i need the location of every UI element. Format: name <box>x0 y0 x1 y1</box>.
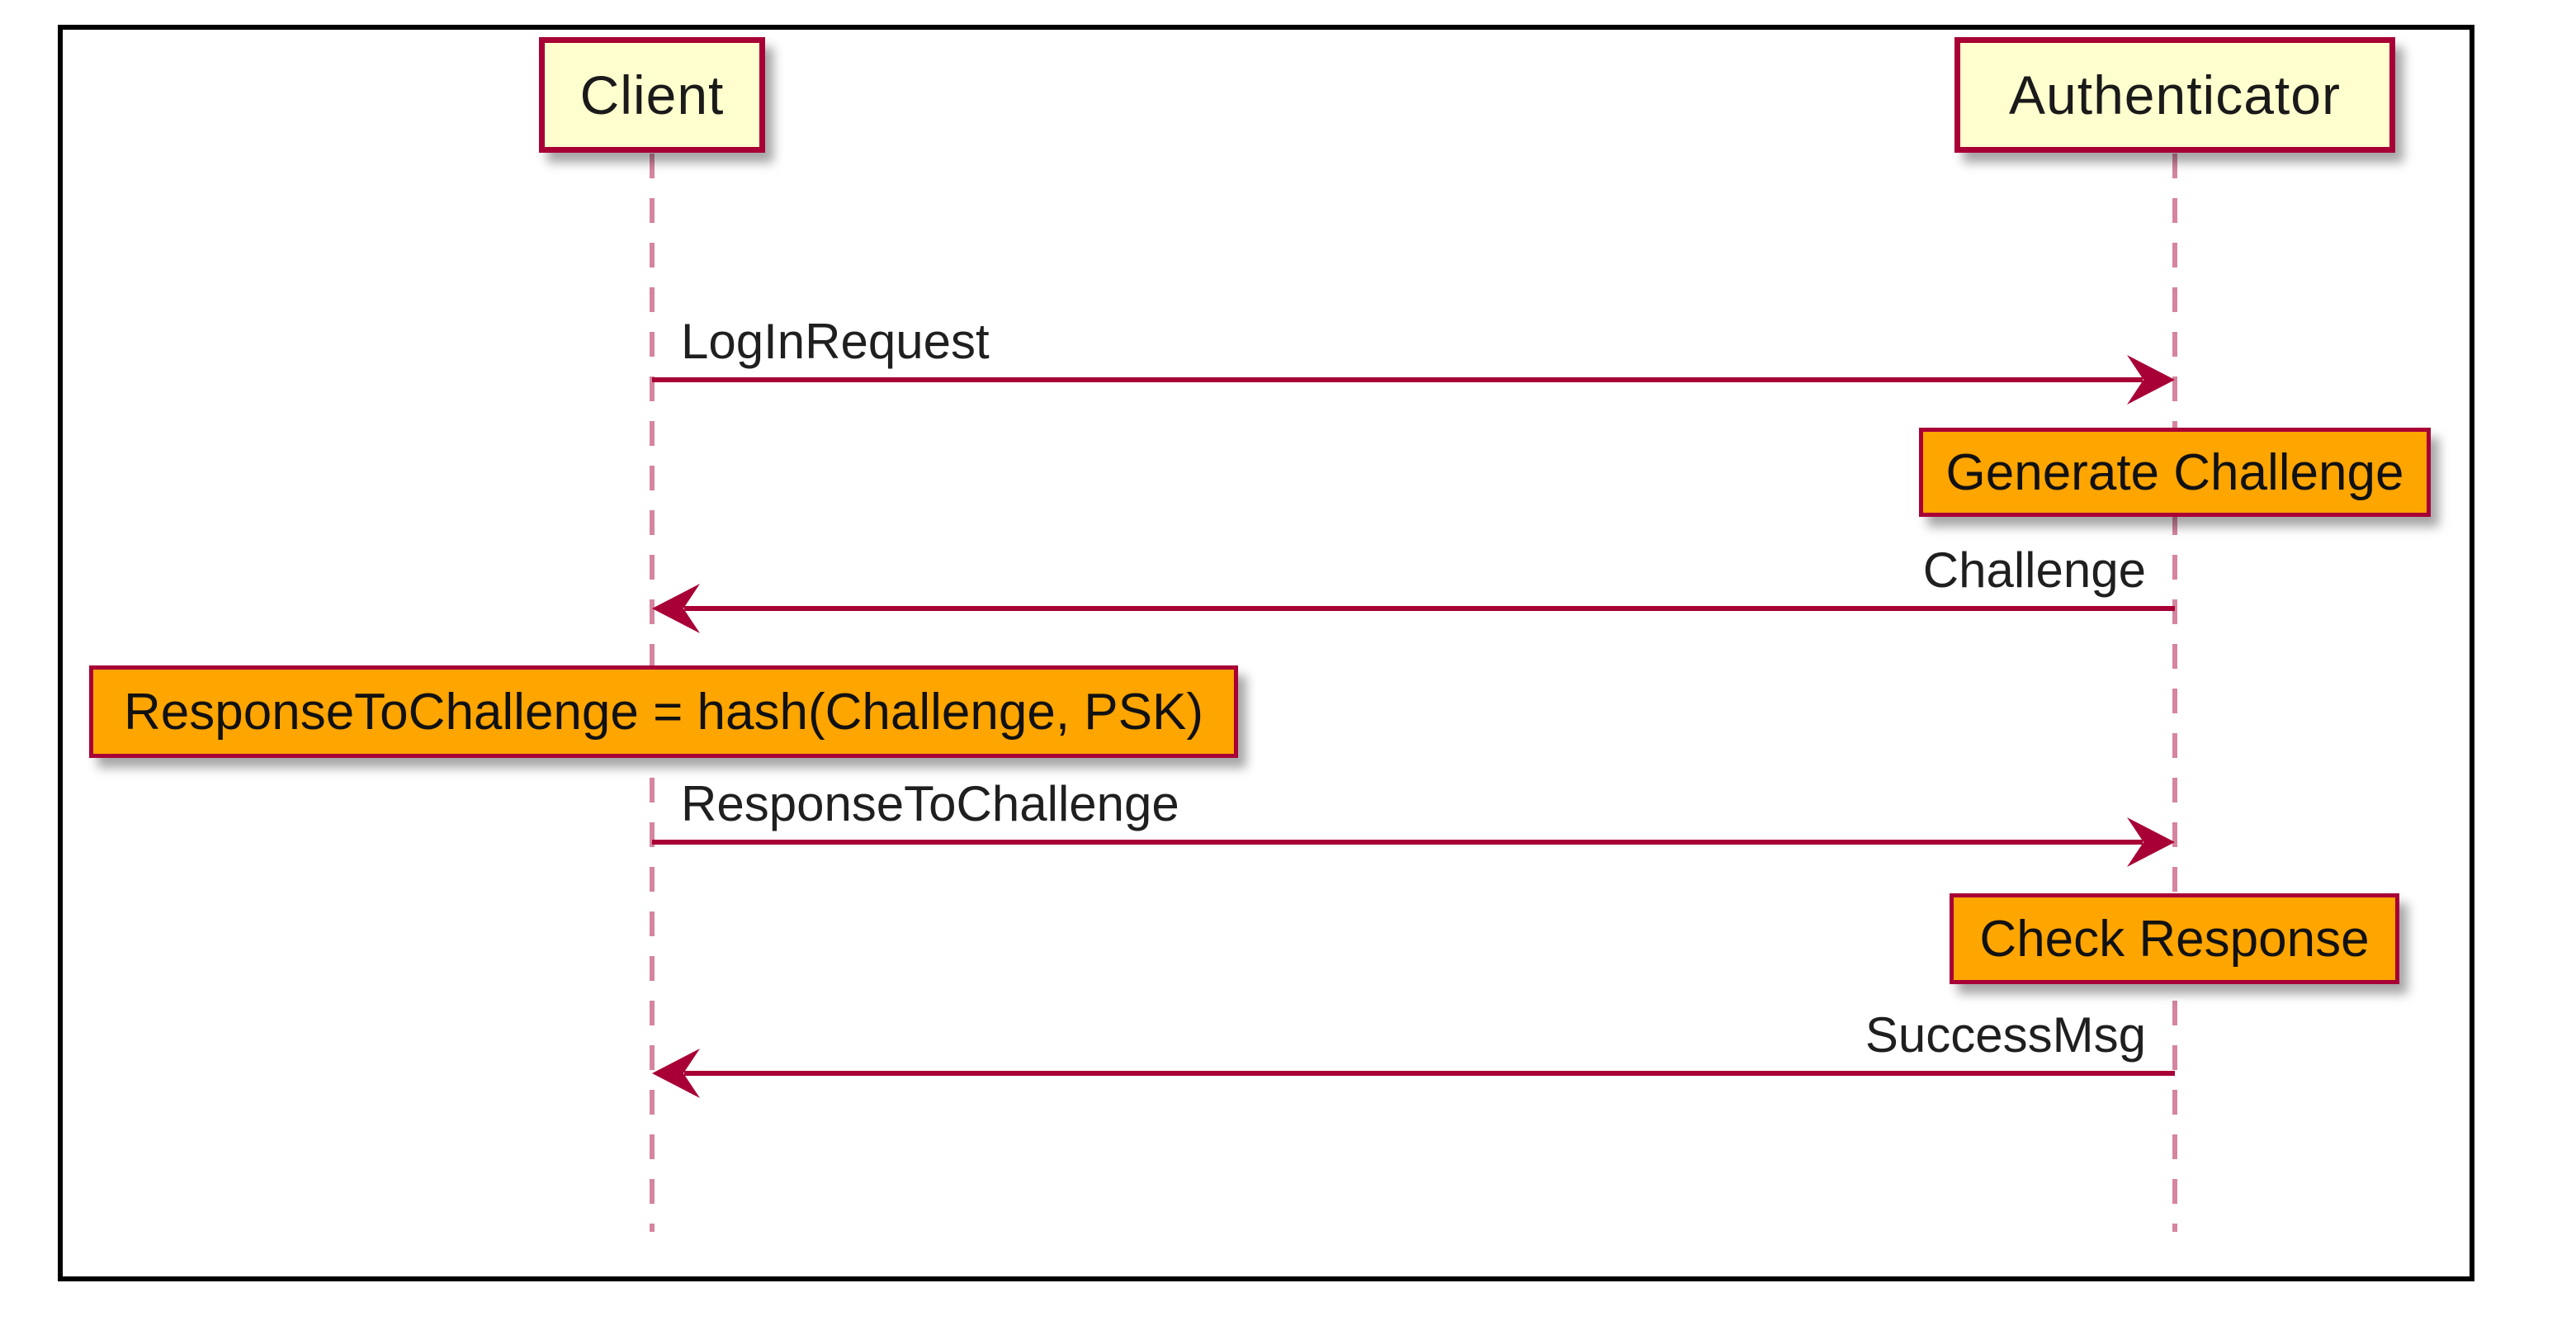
participant-client-label: Client <box>579 64 725 125</box>
action-check-response-label: Check Response <box>1979 910 2370 968</box>
action-check-response: Check Response <box>1950 893 2399 984</box>
participant-authenticator: Authenticator <box>1954 37 2395 153</box>
message-label-success-msg: SuccessMsg <box>1865 1007 2146 1063</box>
message-label-challenge: Challenge <box>1922 542 2146 598</box>
message-label-login-request: LogInRequest <box>681 314 990 369</box>
action-generate-challenge-label: Generate Challenge <box>1945 443 2404 501</box>
diagram-frame <box>58 25 2474 1281</box>
action-generate-challenge: Generate Challenge <box>1919 428 2431 517</box>
action-response-formula-label: ResponseToChallenge = hash(Challenge, PS… <box>124 683 1203 741</box>
participant-client: Client <box>539 37 765 153</box>
message-label-response-to-challenge: ResponseToChallenge <box>681 776 1179 831</box>
action-response-formula: ResponseToChallenge = hash(Challenge, PS… <box>89 665 1238 758</box>
participant-authenticator-label: Authenticator <box>2009 64 2341 125</box>
